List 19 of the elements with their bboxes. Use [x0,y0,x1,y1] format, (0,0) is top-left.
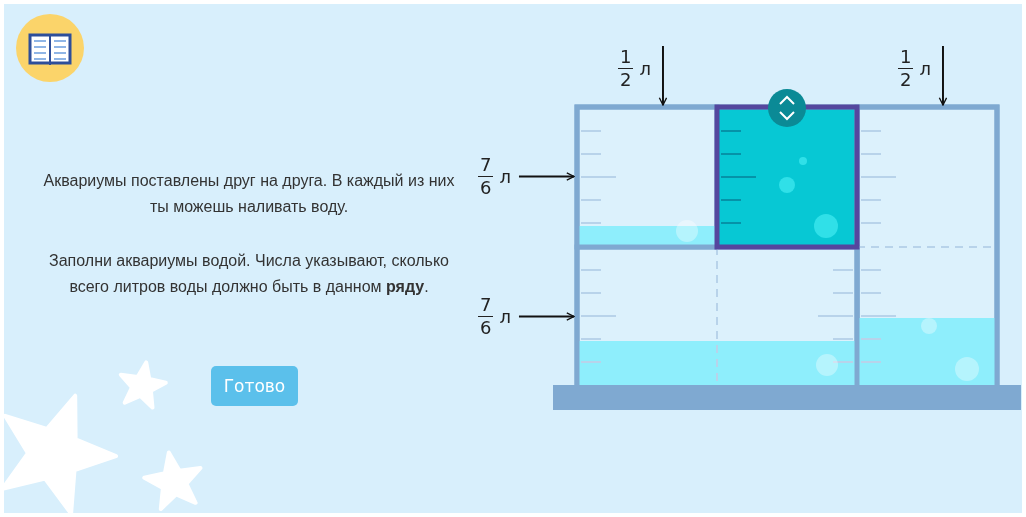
unit-label: л [499,306,511,327]
unit-label: л [639,58,651,79]
numerator: 7 [478,294,494,317]
arrow [658,45,668,106]
numerator: 7 [478,154,494,177]
denominator: 2 [900,69,912,91]
denominator: 6 [480,317,492,339]
instruction-text: Аквариумы поставлены друг на друга. В каждый из них ты можешь наливать воду. [42,171,456,217]
unit-label: л [499,166,511,187]
denominator: 2 [620,69,632,91]
numerator: 1 [898,46,914,69]
instruction-text: Заполни аквариумы водой. Числа указывают, сколько всего литров воды должно быть в данном ряду. [48,251,450,297]
unit-label: л [919,58,931,79]
arrow [517,312,575,321]
arrow [517,172,575,181]
numerator: 1 [618,46,634,69]
done-button: Готово [211,366,298,406]
denominator: 6 [480,177,492,199]
arrow [938,45,948,106]
